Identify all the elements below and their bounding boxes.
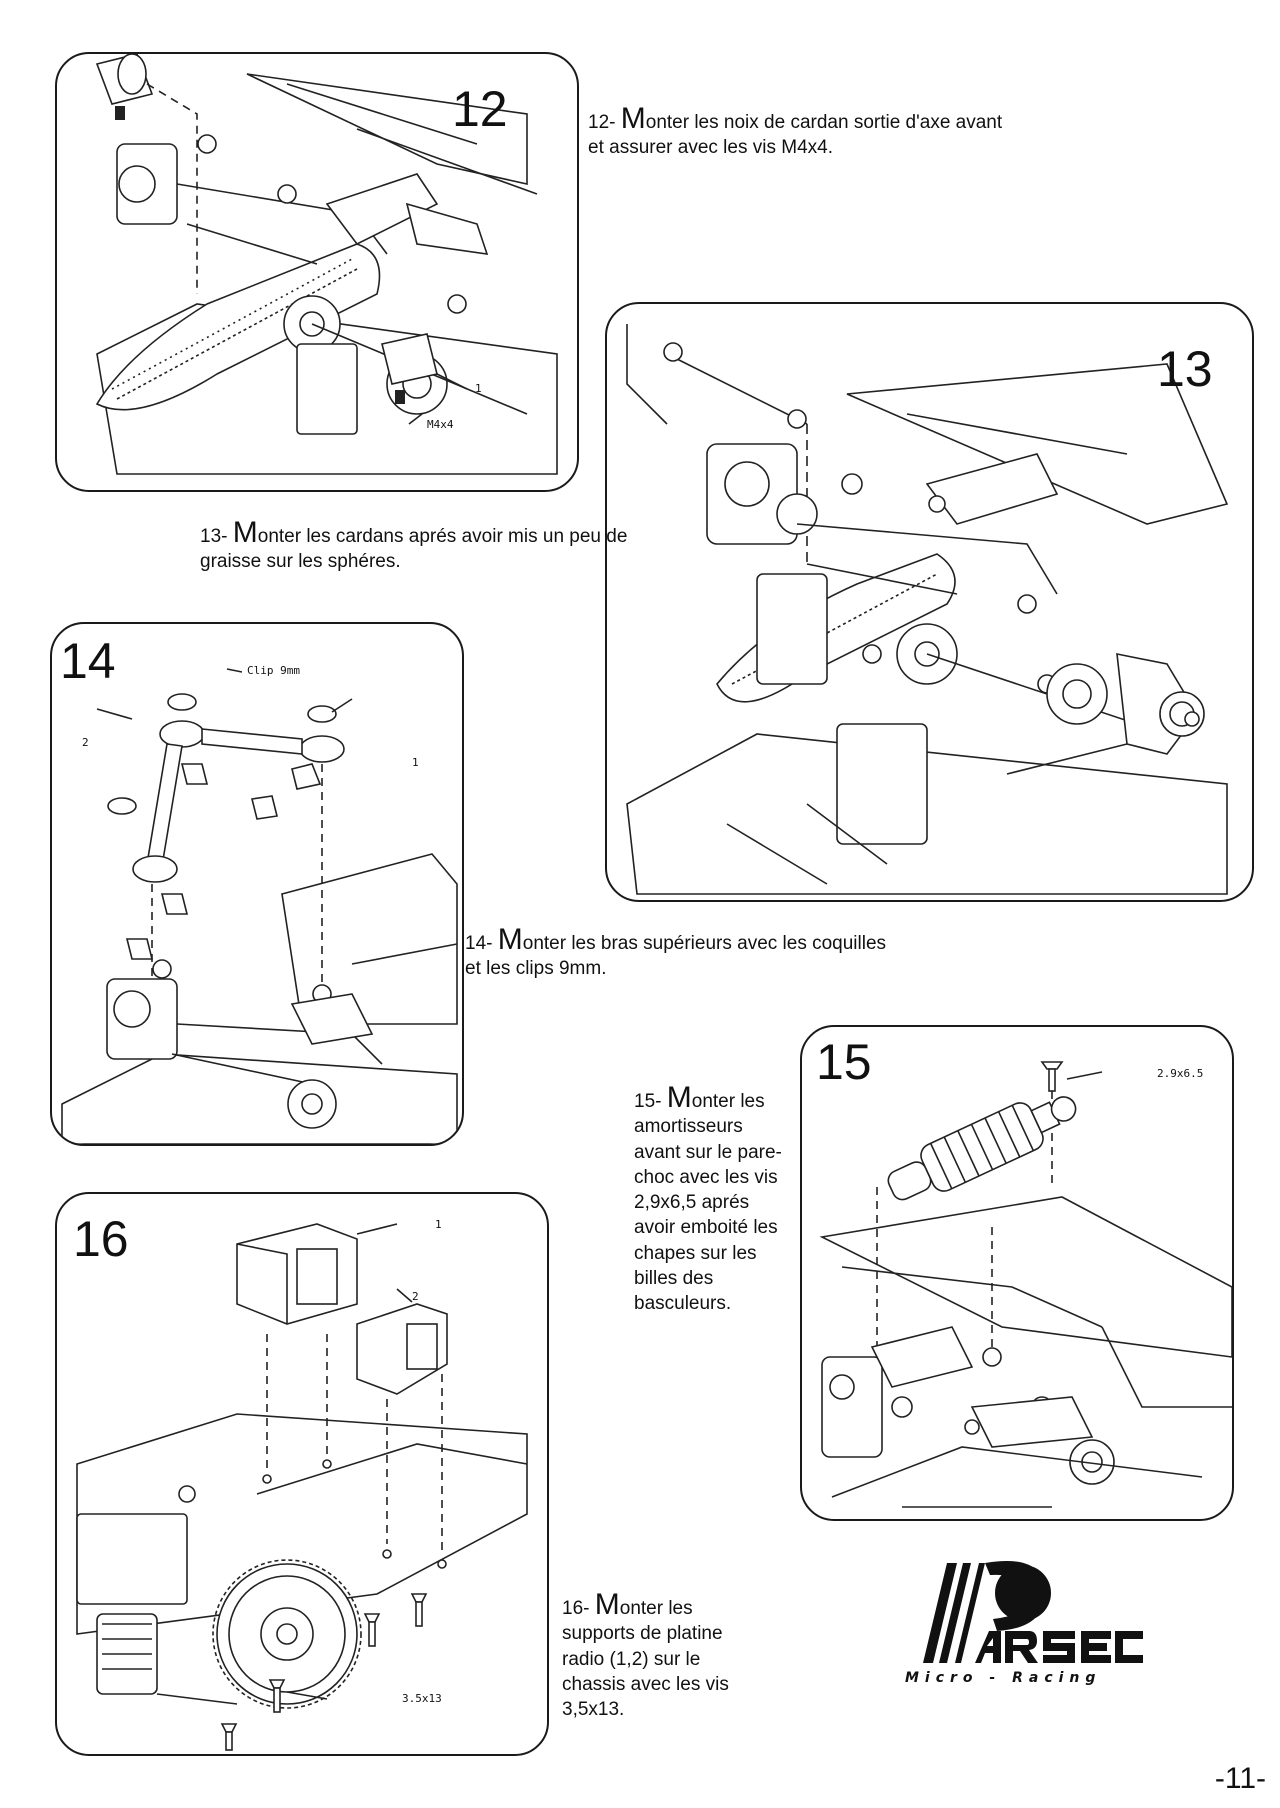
step-16-number: 16 (73, 1211, 129, 1267)
arsec-logo-mark (923, 1561, 1143, 1663)
step-13-panel: 13 (605, 302, 1254, 902)
step-12-instruction: 12- Monter les noix de cardan sortie d'a… (588, 102, 1003, 159)
step-16-instruction: 16- Monter les supports de platine radio… (562, 1588, 729, 1721)
step-16-callout-part1: 1 (435, 1218, 442, 1231)
step-15-illustration (819, 1061, 1232, 1508)
step-13-illustration (626, 324, 1229, 895)
step-12-callout-screw: M4x4 (427, 418, 454, 431)
step-16-illustration (76, 1223, 528, 1751)
step-14-instruction: 14- Monter les bras supérieurs avec les … (465, 923, 887, 980)
arsec-logo: Micro - Racing (905, 1553, 1145, 1693)
step-15-instruction: 15- Monter les amortisseurs avant sur le… (634, 1081, 782, 1315)
step-15-number: 15 (816, 1034, 872, 1090)
step-12-callout-part: 1 (475, 382, 482, 395)
step-14-callout-part2: 2 (82, 736, 89, 749)
step-15-panel: 15 2.9x6.5 (800, 1025, 1234, 1521)
step-16-panel: 16 1 2 3.5x13 (55, 1192, 549, 1756)
step-14-illustration (61, 668, 458, 1144)
step-12-panel: 12 1 M4x4 (55, 52, 579, 492)
page-number: -11- (1214, 1762, 1266, 1795)
step-15-callout-screw: 2.9x6.5 (1157, 1067, 1204, 1080)
step-14-panel: 14 Clip 9mm 1 2 (50, 622, 464, 1146)
step-14-callout-clip: Clip 9mm (247, 664, 300, 677)
step-14-number: 14 (60, 633, 116, 689)
step-16-callout-screw: 3.5x13 (402, 1692, 442, 1705)
arsec-tagline: Micro - Racing (905, 1670, 1102, 1686)
step-14-callout-part1: 1 (412, 756, 419, 769)
step-13-number: 13 (1157, 341, 1213, 397)
step-16-callout-part2: 2 (412, 1290, 419, 1303)
step-13-instruction: 13- Monter les cardans aprés avoir mis u… (200, 516, 628, 573)
step-12-illustration (95, 54, 558, 475)
step-12-number: 12 (452, 81, 508, 137)
